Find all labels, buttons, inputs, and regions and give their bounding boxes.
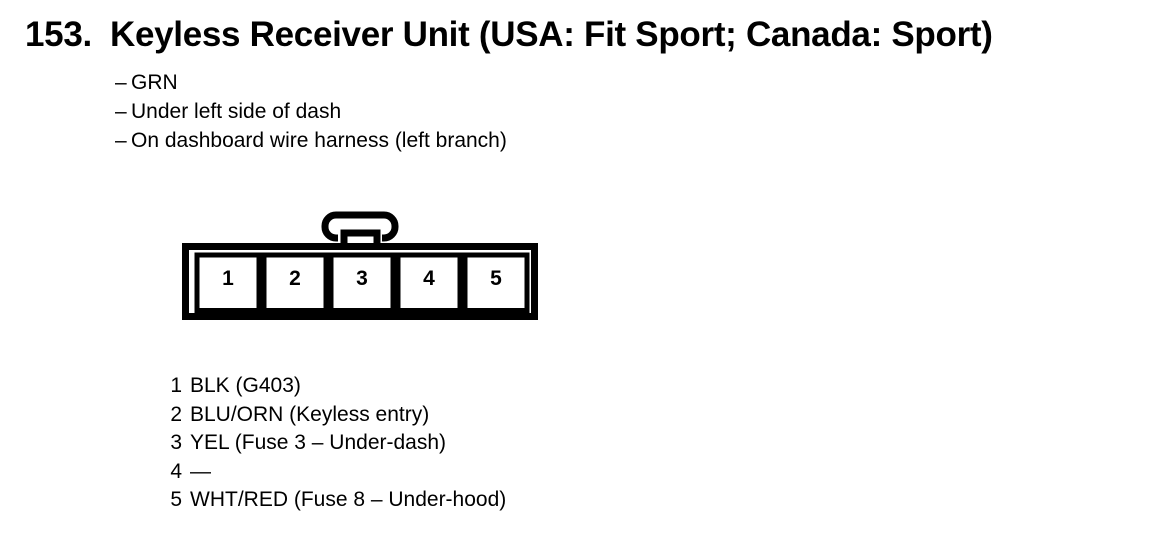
section-title-row: 153. Keyless Receiver Unit (USA: Fit Spo… xyxy=(25,15,993,55)
pin-number: 2 xyxy=(170,402,182,426)
pin-number: 4 xyxy=(170,459,182,483)
connector-cavity-5: 5 xyxy=(462,252,530,313)
pin-list: 1 BLK (G403) 2 BLU/ORN (Keyless entry) 3… xyxy=(170,372,506,515)
pin-row: 3 YEL (Fuse 3 – Under-dash) xyxy=(170,429,506,458)
connector-cavities: 1 2 3 4 5 xyxy=(194,252,530,313)
cavity-number: 5 xyxy=(490,267,502,290)
pin-label: BLU/ORN (Keyless entry) xyxy=(190,402,430,426)
detail-line: – Under left side of dash xyxy=(115,97,507,126)
pin-row: 4 — xyxy=(170,458,506,487)
pin-label: — xyxy=(190,459,211,483)
dash-prefix: – xyxy=(115,71,127,94)
detail-line: – GRN xyxy=(115,68,507,97)
pin-row: 2 BLU/ORN (Keyless entry) xyxy=(170,401,506,430)
pin-row: 1 BLK (G403) xyxy=(170,372,506,401)
cavity-number: 1 xyxy=(222,267,234,290)
dash-prefix: – xyxy=(115,129,127,152)
detail-list: – GRN – Under left side of dash – On das… xyxy=(115,68,507,155)
detail-line: – On dashboard wire harness (left branch… xyxy=(115,126,507,155)
detail-text-color: GRN xyxy=(131,71,178,94)
connector-diagram: 1 2 3 4 5 xyxy=(182,211,538,320)
cavity-number: 2 xyxy=(289,267,301,290)
connector-cavity-2: 2 xyxy=(261,252,329,313)
dash-prefix: – xyxy=(115,100,127,123)
page-title: Keyless Receiver Unit (USA: Fit Sport; C… xyxy=(110,15,993,54)
pin-label: WHT/RED (Fuse 8 – Under-hood) xyxy=(190,488,507,512)
connector-cavity-1: 1 xyxy=(194,252,262,313)
pin-row: 5 WHT/RED (Fuse 8 – Under-hood) xyxy=(170,486,506,515)
cavity-number: 3 xyxy=(356,267,368,290)
detail-text-location: Under left side of dash xyxy=(131,100,342,123)
pin-number: 5 xyxy=(170,488,182,512)
pin-label: YEL (Fuse 3 – Under-dash) xyxy=(190,431,447,455)
pin-label: BLK (G403) xyxy=(190,374,301,397)
detail-text-harness: On dashboard wire harness (left branch) xyxy=(131,129,507,152)
section-number: 153. xyxy=(25,15,92,54)
connector-cavity-3: 3 xyxy=(328,252,396,313)
connector-lock-tab-icon xyxy=(321,211,399,246)
cavity-number: 4 xyxy=(423,267,435,290)
pin-number: 1 xyxy=(170,374,182,397)
pin-number: 3 xyxy=(170,431,182,455)
connector-cavity-4: 4 xyxy=(395,252,463,313)
